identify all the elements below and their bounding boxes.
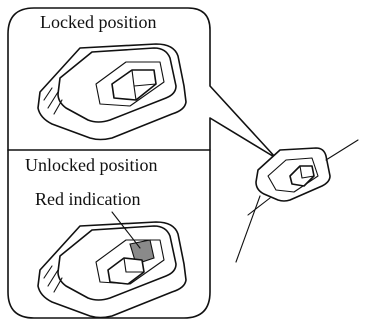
red-indication-area — [129, 239, 155, 265]
callout-frame — [7, 7, 277, 319]
red-indication-leader — [111, 211, 141, 249]
locked-switch-illustration — [37, 43, 187, 141]
mounted-switch-illustration — [235, 139, 359, 263]
locked-position-label: Locked position — [40, 12, 157, 32]
unlocked-switch-illustration — [37, 211, 187, 319]
red-indication-label: Red indication — [35, 189, 141, 209]
unlocked-position-label: Unlocked position — [25, 155, 158, 175]
